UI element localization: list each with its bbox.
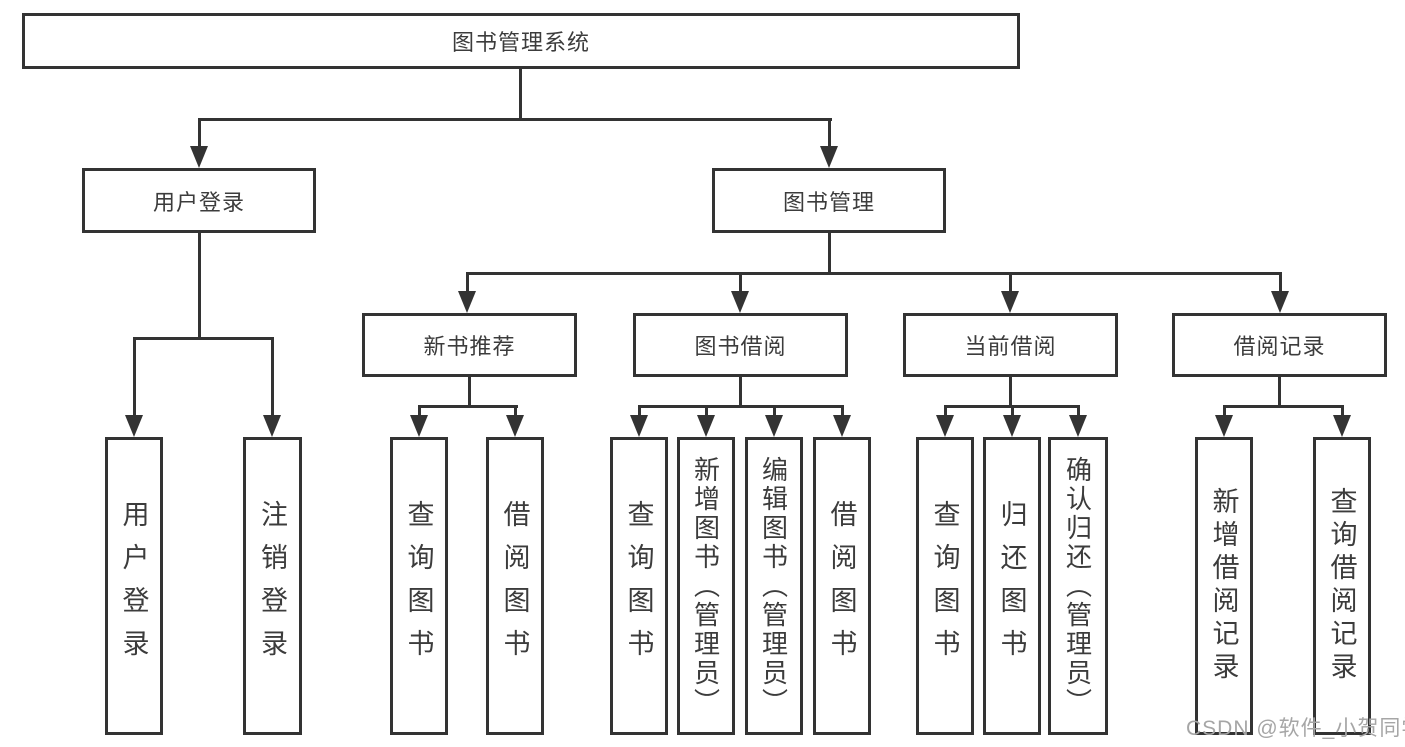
connector-line	[638, 405, 641, 417]
node-leaf-borrow-books-borrow-label: 借阅图书	[826, 500, 857, 672]
connector-line	[466, 272, 1282, 275]
node-leaf-query-books-recommend: 查询图书	[390, 437, 448, 735]
connector-line	[944, 405, 947, 417]
connector-line	[133, 337, 136, 417]
connector-line	[1009, 376, 1012, 408]
node-book-management-label: 图书管理	[782, 189, 875, 215]
node-leaf-add-borrow-record: 新增借阅记录	[1195, 437, 1253, 735]
node-borrowing-records: 借阅记录	[1172, 313, 1387, 377]
node-leaf-add-book-admin: 新增图书（管理员）	[677, 437, 735, 735]
node-book-borrowing: 图书借阅	[633, 313, 848, 377]
connector-line	[1011, 405, 1014, 417]
connector-line	[271, 337, 274, 417]
connector-line	[468, 376, 471, 408]
connector-line	[638, 405, 844, 408]
connector-line	[1279, 272, 1282, 294]
arrowhead-icon	[190, 146, 208, 168]
node-leaf-query-books-current: 查询图书	[916, 437, 974, 735]
node-leaf-return-book-label: 归还图书	[996, 500, 1027, 672]
node-leaf-borrow-books-recommend-label: 借阅图书	[499, 500, 530, 672]
connector-line	[1077, 405, 1080, 417]
connector-line	[1223, 405, 1344, 408]
arrowhead-icon	[731, 291, 749, 313]
connector-line	[739, 272, 742, 294]
arrowhead-icon	[1003, 415, 1021, 437]
connector-line	[1278, 376, 1281, 408]
arrowhead-icon	[833, 415, 851, 437]
node-user-login: 用户登录	[82, 168, 316, 233]
connector-line	[198, 118, 201, 148]
arrowhead-icon	[697, 415, 715, 437]
connector-line	[418, 405, 421, 417]
node-leaf-query-books-recommend-label: 查询图书	[403, 500, 434, 672]
connector-line	[418, 405, 518, 408]
csdn-watermark: CSDN @软件_小贺同学	[1186, 717, 1405, 740]
connector-line	[828, 118, 831, 148]
node-leaf-user-login: 用户登录	[105, 437, 163, 735]
arrowhead-icon	[410, 415, 428, 437]
node-leaf-add-book-admin-label: 新增图书（管理员）	[690, 455, 721, 717]
node-leaf-query-books-borrow: 查询图书	[610, 437, 668, 735]
connector-line	[198, 232, 201, 340]
node-root: 图书管理系统	[22, 13, 1020, 69]
node-leaf-query-borrow-record: 查询借阅记录	[1313, 437, 1371, 735]
node-leaf-confirm-return-admin-label: 确认归还（管理员）	[1062, 455, 1093, 717]
node-new-book-recommend-label: 新书推荐	[423, 334, 516, 359]
node-leaf-return-book: 归还图书	[983, 437, 1041, 735]
connector-line	[133, 337, 274, 340]
arrowhead-icon	[820, 146, 838, 168]
node-leaf-logout: 注销登录	[243, 437, 302, 735]
connector-line	[841, 405, 844, 417]
node-leaf-logout-label: 注销登录	[257, 500, 287, 672]
connector-line	[1341, 405, 1344, 417]
node-leaf-query-books-borrow-label: 查询图书	[623, 500, 654, 672]
arrowhead-icon	[630, 415, 648, 437]
arrowhead-icon	[1215, 415, 1233, 437]
node-leaf-edit-book-admin: 编辑图书（管理员）	[745, 437, 803, 735]
node-leaf-borrow-books-borrow: 借阅图书	[813, 437, 871, 735]
arrowhead-icon	[125, 415, 143, 437]
connector-line	[1223, 405, 1226, 417]
node-leaf-edit-book-admin-label: 编辑图书（管理员）	[758, 455, 789, 717]
connector-line	[514, 405, 517, 417]
node-leaf-query-borrow-record-label: 查询借阅记录	[1326, 487, 1357, 685]
arrowhead-icon	[765, 415, 783, 437]
node-current-borrowing: 当前借阅	[903, 313, 1118, 377]
connector-line	[519, 68, 522, 121]
node-current-borrowing-label: 当前借阅	[964, 334, 1057, 359]
node-book-management: 图书管理	[712, 168, 946, 233]
connector-line	[773, 405, 776, 417]
arrowhead-icon	[936, 415, 954, 437]
node-user-login-label: 用户登录	[152, 189, 245, 215]
connector-line	[739, 376, 742, 408]
node-new-book-recommend: 新书推荐	[362, 313, 577, 377]
arrowhead-icon	[1069, 415, 1087, 437]
connector-line	[1009, 272, 1012, 294]
node-book-borrowing-label: 图书借阅	[694, 334, 787, 359]
node-root-label: 图书管理系统	[451, 30, 590, 55]
node-leaf-query-books-current-label: 查询图书	[929, 500, 960, 672]
connector-line	[828, 232, 831, 275]
arrowhead-icon	[1333, 415, 1351, 437]
connector-line	[466, 272, 469, 294]
node-borrowing-records-label: 借阅记录	[1233, 334, 1326, 359]
connector-line	[705, 405, 708, 417]
arrowhead-icon	[263, 415, 281, 437]
node-leaf-user-login-label: 用户登录	[118, 500, 149, 672]
node-leaf-add-borrow-record-label: 新增借阅记录	[1208, 487, 1239, 685]
arrowhead-icon	[1271, 291, 1289, 313]
node-leaf-borrow-books-recommend: 借阅图书	[486, 437, 544, 735]
node-leaf-confirm-return-admin: 确认归还（管理员）	[1048, 437, 1108, 735]
arrowhead-icon	[506, 415, 524, 437]
arrowhead-icon	[458, 291, 476, 313]
connector-line	[198, 118, 832, 121]
arrowhead-icon	[1001, 291, 1019, 313]
